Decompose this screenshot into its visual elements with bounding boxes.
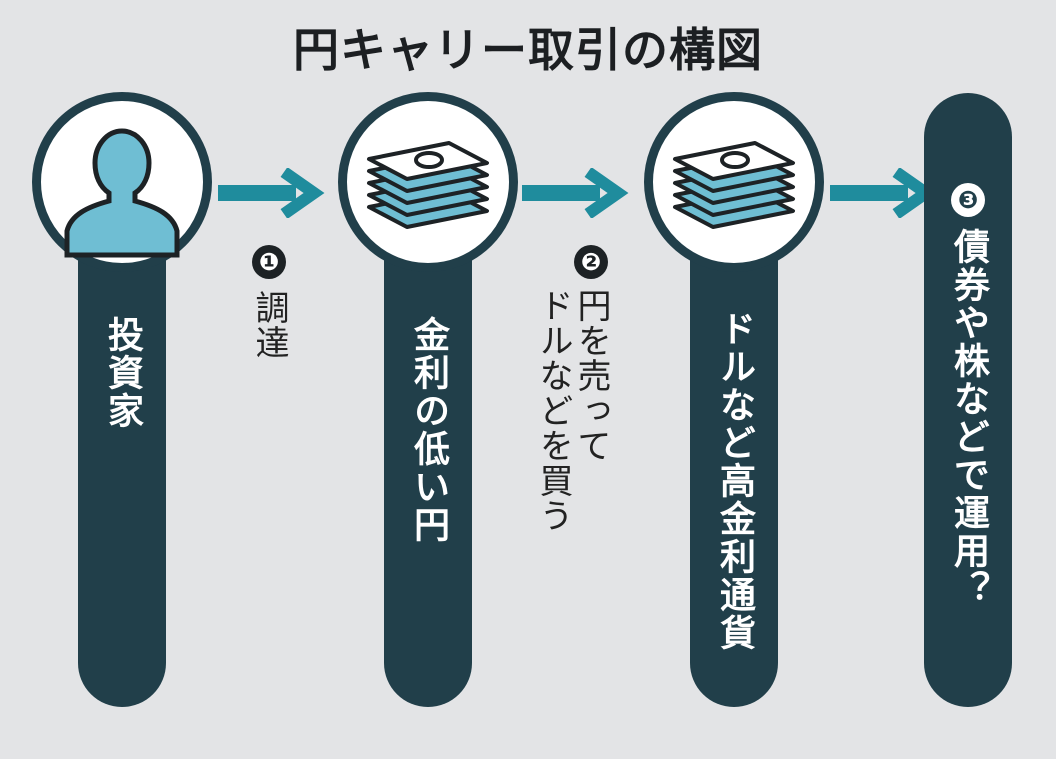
money-stack-icon	[367, 141, 489, 229]
person-icon	[64, 128, 180, 258]
investor-label: 投資家	[102, 316, 143, 430]
step-1-badge: ❶	[252, 245, 286, 279]
money-stack-icon	[673, 141, 795, 229]
yen-label: 金利の低い円	[408, 316, 449, 544]
step-2-label-line1: 円を売って	[571, 288, 611, 463]
step-1-label: 調達	[249, 290, 289, 360]
arrow-right-icon	[218, 168, 325, 218]
step-3-label: 債券や株などで運用？	[948, 228, 989, 608]
investor-circle	[32, 92, 212, 272]
step-3-badge: ❸	[951, 183, 985, 217]
step-2-label-line2: ドルなどを買う	[533, 288, 573, 533]
yen-circle	[338, 92, 518, 272]
diagram-title: 円キャリー取引の構図	[293, 23, 763, 77]
arrow-right-icon	[522, 168, 629, 218]
step-2-badge: ❷	[574, 245, 608, 279]
dollar-label: ドルなど高金利通貨	[714, 310, 755, 652]
dollar-circle	[644, 92, 824, 272]
